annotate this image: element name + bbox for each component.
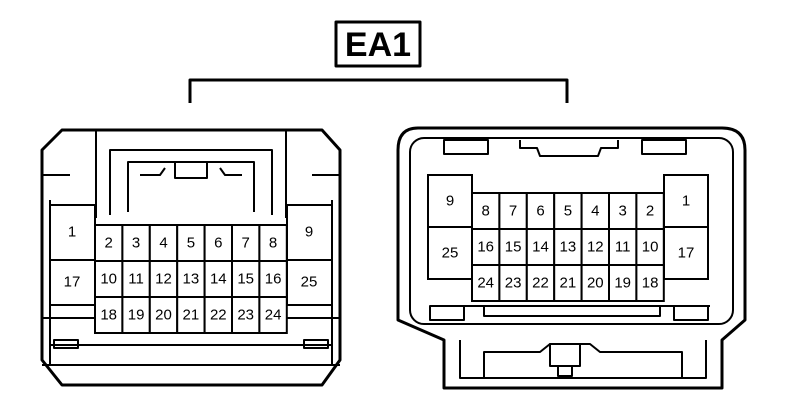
right-pin-2: 2 bbox=[646, 203, 654, 220]
left-pin-cell bbox=[148, 260, 179, 298]
left-pin-21: 21 bbox=[183, 307, 200, 324]
right-pin-cell bbox=[635, 228, 665, 266]
right-connector: 9 25 1 17 8 7 6 5 4 3 2 16 15 14 13 12 11 10 24 23 22 21 2… bbox=[396, 126, 747, 390]
left-pin-cell bbox=[258, 296, 288, 334]
left-pin-10: 10 bbox=[100, 271, 117, 288]
right-pin-cell bbox=[498, 264, 528, 302]
right-pin-7: 7 bbox=[509, 203, 517, 220]
right-pin-22: 22 bbox=[532, 275, 549, 292]
right-pin-19: 19 bbox=[614, 275, 631, 292]
left-pin-15: 15 bbox=[237, 271, 254, 288]
right-pin-11: 11 bbox=[615, 239, 631, 256]
left-pin-5: 5 bbox=[187, 235, 195, 252]
left-pin-12: 12 bbox=[155, 271, 172, 288]
right-pin-6: 6 bbox=[536, 203, 544, 220]
right-pin-10: 10 bbox=[642, 239, 659, 256]
left-pin-cell bbox=[94, 296, 124, 334]
left-pin-2: 2 bbox=[105, 235, 113, 252]
left-pin-11: 11 bbox=[128, 271, 144, 288]
left-pin-cell bbox=[258, 260, 288, 298]
right-pin-8: 8 bbox=[482, 203, 490, 220]
right-pin-13: 13 bbox=[560, 239, 577, 256]
left-pin-cell bbox=[121, 224, 151, 262]
left-pin-cell bbox=[231, 296, 261, 334]
right-pin-cell bbox=[580, 264, 610, 302]
left-pin-22: 22 bbox=[210, 307, 227, 324]
right-pin-17: 17 bbox=[678, 245, 695, 262]
right-pin-15: 15 bbox=[505, 239, 522, 256]
right-pin-3: 3 bbox=[619, 203, 627, 220]
left-pin-cell bbox=[203, 224, 234, 262]
left-pin-cell bbox=[121, 296, 151, 334]
left-pin-6: 6 bbox=[214, 235, 222, 252]
right-pin-14: 14 bbox=[532, 239, 549, 256]
right-pin-cell bbox=[635, 264, 665, 302]
right-pin-23: 23 bbox=[505, 275, 522, 292]
right-pin-25: 25 bbox=[442, 245, 459, 262]
right-pin-1: 1 bbox=[682, 193, 690, 210]
right-pin-16: 16 bbox=[477, 239, 494, 256]
right-pin-12: 12 bbox=[587, 239, 604, 256]
left-pin-cell bbox=[231, 224, 261, 262]
left-pin-3: 3 bbox=[132, 235, 140, 252]
left-pin-18: 18 bbox=[100, 307, 117, 324]
left-pin-20: 20 bbox=[155, 307, 172, 324]
left-pin-14: 14 bbox=[210, 271, 227, 288]
right-pin-9: 9 bbox=[446, 193, 454, 210]
left-pin-4: 4 bbox=[159, 235, 167, 252]
left-pin-17: 17 bbox=[64, 274, 81, 291]
right-pin-cell bbox=[525, 192, 556, 230]
right-pin-cell bbox=[608, 264, 638, 302]
right-pin-18: 18 bbox=[642, 275, 659, 292]
right-pin-cell bbox=[608, 228, 638, 266]
right-pin-5: 5 bbox=[564, 203, 572, 220]
right-pin-cell bbox=[471, 228, 501, 266]
left-pin-9: 9 bbox=[305, 224, 313, 241]
connector-label-box bbox=[334, 20, 422, 68]
right-pin-21: 21 bbox=[560, 275, 577, 292]
right-pin-4: 4 bbox=[591, 203, 599, 220]
left-pin-1: 1 bbox=[68, 224, 76, 241]
left-pin-25: 25 bbox=[301, 274, 318, 291]
left-pin-13: 13 bbox=[183, 271, 200, 288]
left-pin-cell bbox=[94, 224, 124, 262]
connector-label: EA1 bbox=[345, 26, 411, 64]
left-pin-cell bbox=[148, 224, 179, 262]
right-pin-24: 24 bbox=[477, 275, 494, 292]
left-pin-24: 24 bbox=[265, 307, 282, 324]
right-pin-cell bbox=[525, 264, 556, 302]
right-pin-cell bbox=[498, 228, 528, 266]
left-pin-8: 8 bbox=[269, 235, 277, 252]
right-pin-20: 20 bbox=[587, 275, 604, 292]
left-pin-19: 19 bbox=[128, 307, 145, 324]
connector-bracket bbox=[188, 78, 569, 103]
left-pin-7: 7 bbox=[242, 235, 250, 252]
left-pin-23: 23 bbox=[237, 307, 254, 324]
left-pin-16: 16 bbox=[265, 271, 282, 288]
left-pin-cell bbox=[176, 260, 206, 298]
